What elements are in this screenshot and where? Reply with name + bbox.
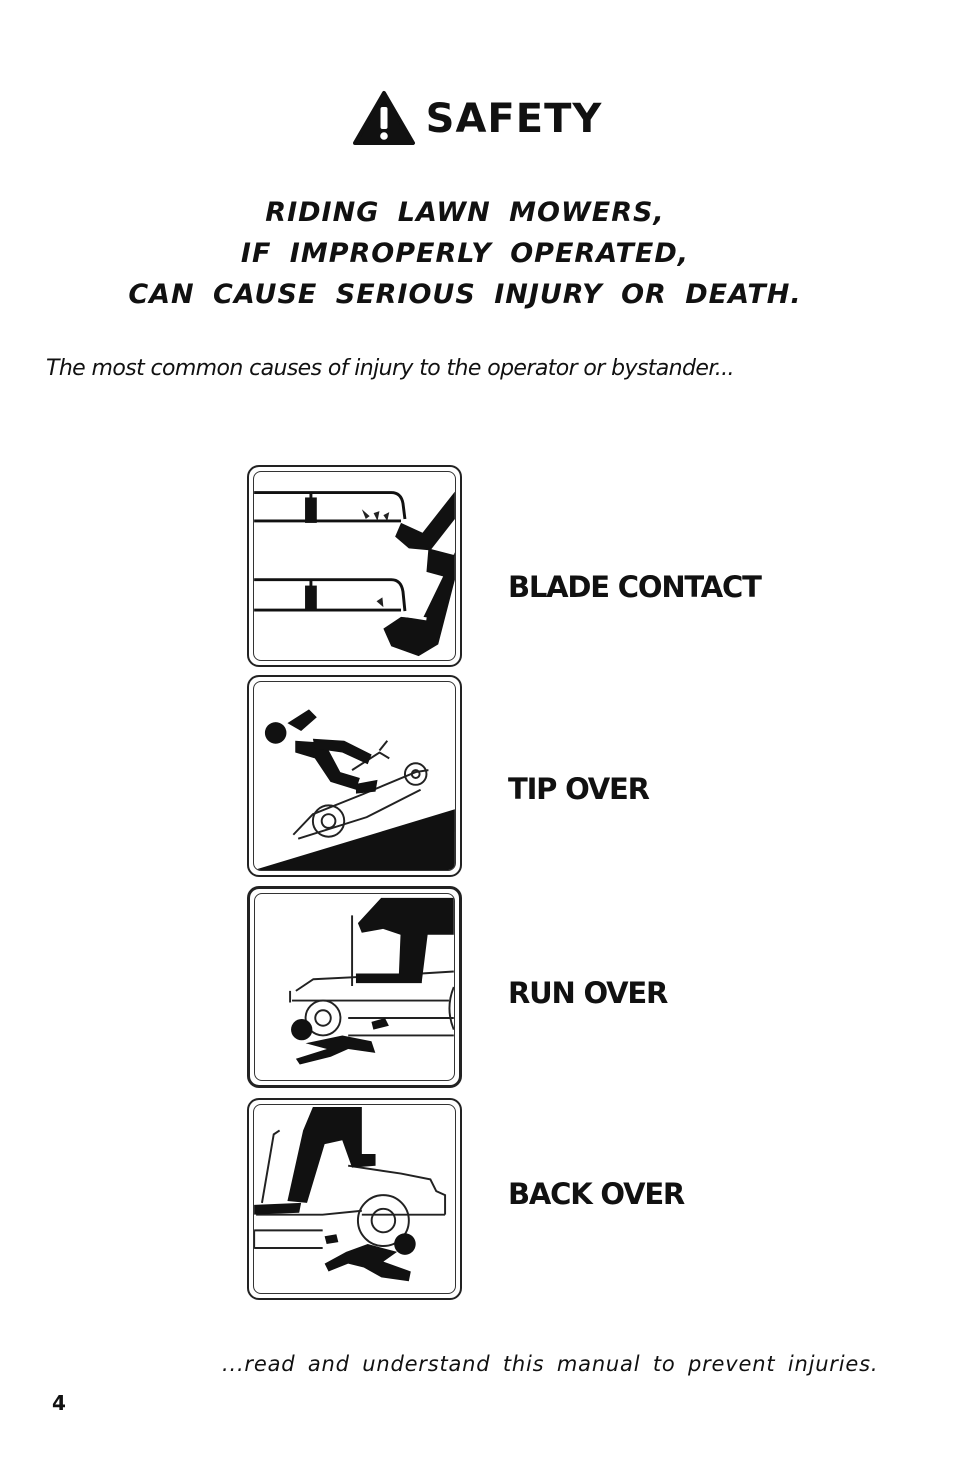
run-over-pictogram [247,886,462,1088]
intro-text: The most common causes of injury to the … [46,356,735,381]
warning-line: RIDING LAWN MOWERS, [265,197,665,228]
page-title: SAFETY [425,96,603,142]
page-number: 4 [52,1391,66,1415]
warning-statement: RIDING LAWN MOWERS, IF IMPROPERLY OPERAT… [0,192,930,315]
warning-triangle-icon [352,91,415,145]
blade-contact-pictogram [247,465,462,667]
back-over-pictogram [247,1098,462,1300]
hazard-label-blade-contact: BLADE CONTACT [508,570,762,604]
tip-over-pictogram [247,675,462,877]
hazard-label-back-over: BACK OVER [508,1177,685,1211]
page-header: SAFETY [0,88,954,148]
footer-note: ...read and understand this manual to pr… [222,1352,879,1376]
warning-line: CAN CAUSE SERIOUS INJURY OR DEATH. [128,279,802,310]
warning-line: IF IMPROPERLY OPERATED, [240,238,690,269]
hazard-label-run-over: RUN OVER [508,976,668,1010]
hazard-label-tip-over: TIP OVER [508,772,650,806]
